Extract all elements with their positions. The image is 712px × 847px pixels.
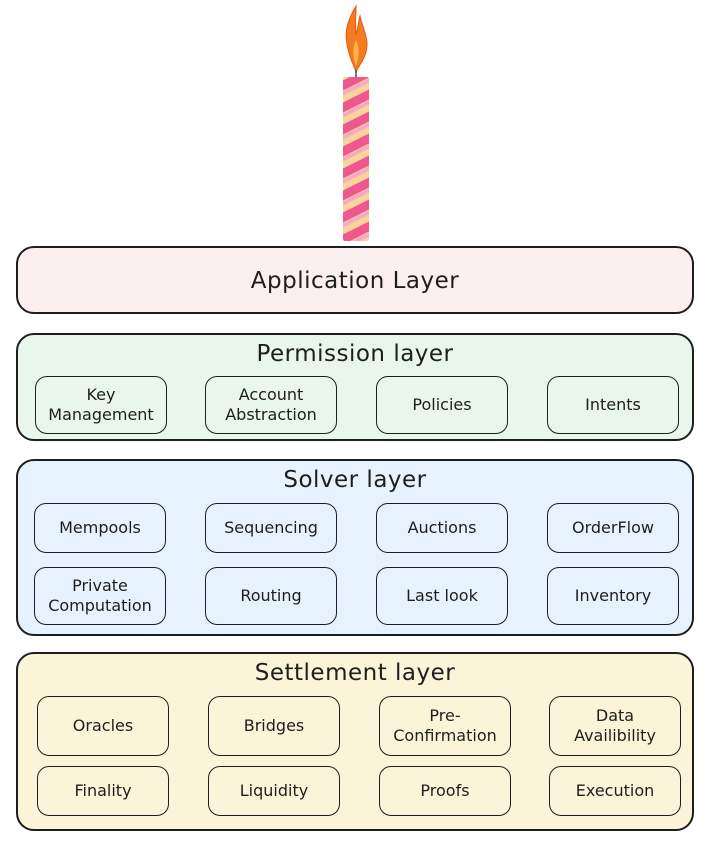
candle-stripe	[343, 108, 369, 138]
candle-stripe-light	[343, 185, 369, 209]
candle-stripe	[343, 77, 369, 94]
settlement-layer-title: Settlement layer	[254, 660, 456, 686]
chip-policies: Policies	[376, 376, 508, 434]
chip-key-management: Key Management	[35, 376, 167, 434]
chip-liquidity: Liquidity	[208, 766, 340, 816]
candle-stripe-light	[343, 97, 369, 121]
chip-proofs: Proofs	[379, 766, 511, 816]
solver-layer: Solver layer Mempools Sequencing Auction…	[16, 459, 694, 636]
candle-stripe	[343, 174, 369, 204]
chip-orderflow: OrderFlow	[547, 503, 679, 553]
chip-data-availibility: Data Availibility	[549, 696, 681, 756]
chip-oracles: Oracles	[37, 696, 169, 756]
chip-intents: Intents	[547, 376, 679, 434]
candle-stripe	[343, 130, 369, 160]
candle-icon	[343, 4, 369, 241]
candle-stripe-light	[343, 229, 369, 241]
chip-private-computation: Private Computation	[34, 567, 166, 625]
permission-layer: Permission layer Key Management Account …	[16, 333, 694, 441]
chip-execution: Execution	[549, 766, 681, 816]
settlement-layer: Settlement layer Oracles Bridges Pre-Con…	[16, 652, 694, 831]
candle-stripe-light	[343, 141, 369, 165]
candle-stripe-light	[343, 77, 369, 99]
chip-pre-confirmation: Pre-Confirmation	[379, 696, 511, 756]
candle-stripe-light	[343, 163, 369, 187]
chip-account-abstraction: Account Abstraction	[205, 376, 337, 434]
chip-inventory: Inventory	[547, 567, 679, 625]
chip-mempools: Mempools	[34, 503, 166, 553]
chip-auctions: Auctions	[376, 503, 508, 553]
chip-sequencing: Sequencing	[205, 503, 337, 553]
permission-layer-title: Permission layer	[256, 341, 454, 367]
chip-finality: Finality	[37, 766, 169, 816]
chip-last-look: Last look	[376, 567, 508, 625]
flame-icon	[345, 4, 368, 73]
candle-stripe	[343, 218, 369, 241]
application-layer: Application Layer	[16, 246, 694, 314]
candle-stripe	[343, 196, 369, 226]
candle-stripe	[343, 86, 369, 116]
candle-stripe-light	[343, 119, 369, 143]
candle-stripe-light	[343, 207, 369, 231]
solver-layer-title: Solver layer	[283, 467, 427, 493]
chip-routing: Routing	[205, 567, 337, 625]
chip-bridges: Bridges	[208, 696, 340, 756]
application-layer-title: Application Layer	[250, 268, 460, 294]
candle-stripe	[343, 152, 369, 182]
